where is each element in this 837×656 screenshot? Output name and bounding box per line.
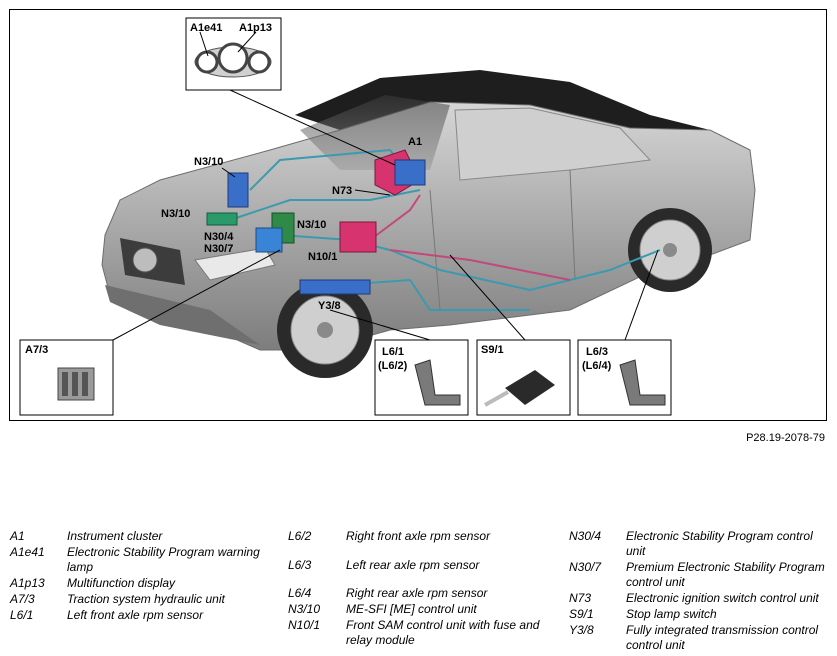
label-a1e41: A1e41	[190, 22, 222, 34]
label-a1p13: A1p13	[239, 22, 272, 34]
legend-row: N30/4 Electronic Stability Program contro…	[569, 529, 831, 559]
legend-column-3: N30/4 Electronic Stability Program contro…	[569, 529, 831, 654]
legend-code: N30/7	[569, 560, 602, 574]
legend-code: A1p13	[10, 576, 45, 590]
component-n3-10-left	[206, 212, 238, 226]
legend-desc: Front SAM control unit with fuse and rel…	[346, 618, 540, 647]
legend-desc: Multifunction display	[67, 576, 176, 590]
legend-row: A7/3 Traction system hydraulic unit	[10, 592, 280, 607]
label-n3-10-left: N3/10	[161, 208, 190, 220]
component-y3-8	[299, 279, 371, 295]
legend-row: A1 Instrument cluster	[10, 529, 280, 544]
legend-row: L6/1 Left front axle rpm sensor	[10, 608, 280, 623]
legend-desc: Stop lamp switch	[626, 607, 717, 621]
inset-l6-1: L6/1 (L6/2)	[374, 339, 469, 416]
legend-row: L6/2 Right front axle rpm sensor	[288, 529, 558, 544]
figure-reference: P28.19-2078-79	[746, 432, 825, 444]
legend-code: S9/1	[569, 607, 594, 621]
inset-a7-3: A7/3	[19, 339, 114, 416]
legend-code: A7/3	[10, 592, 35, 606]
label-n3-10-right: N3/10	[297, 219, 326, 231]
legend-desc: Electronic ignition switch control unit	[626, 591, 819, 605]
label-n30-7: N30/7	[204, 243, 233, 255]
component-location-diagram: A1e41 A1p13 A7/3 L6/1 (L6/2) S9/1 L6/3 (…	[19, 17, 756, 416]
legend-code: L6/2	[288, 529, 312, 543]
label-l6-2: (L6/2)	[378, 360, 408, 372]
inset-s9-1: S9/1	[476, 339, 571, 416]
label-y3-8: Y3/8	[318, 300, 341, 312]
legend-desc: ME-SFI [ME] control unit	[346, 602, 477, 616]
legend-code: L6/1	[10, 608, 34, 622]
legend-desc: Traction system hydraulic unit	[67, 592, 225, 606]
legend-code: N3/10	[288, 602, 321, 616]
label-n3-10-top: N3/10	[194, 156, 223, 168]
label-s9-1: S9/1	[481, 344, 504, 356]
legend-desc: Fully integrated transmission control co…	[626, 623, 819, 652]
legend-desc: Right front axle rpm sensor	[346, 529, 491, 543]
label-l6-3: L6/3	[586, 346, 608, 358]
car-illustration	[101, 70, 756, 378]
component-n3-10-top	[227, 172, 249, 208]
legend-column-2: L6/2 Right front axle rpm sensor L6/3 Left…	[288, 529, 558, 649]
legend-desc: Left front axle rpm sensor	[67, 608, 204, 622]
legend-desc: Electronic Stability Program control uni…	[626, 529, 813, 558]
legend-row: A1p13 Multifunction display	[10, 576, 280, 591]
inset-l6-3: L6/3 (L6/4)	[577, 339, 672, 416]
legend-desc: Instrument cluster	[67, 529, 163, 543]
legend-desc: Right rear axle rpm sensor	[346, 586, 488, 600]
legend-desc: Left rear axle rpm sensor	[346, 558, 480, 572]
legend-row: S9/1 Stop lamp switch	[569, 607, 831, 622]
legend-code: N10/1	[288, 618, 321, 632]
legend-row: N3/10 ME-SFI [ME] control unit	[288, 602, 558, 617]
label-n10-1: N10/1	[308, 251, 337, 263]
legend-row: N30/7 Premium Electronic Stability Progra…	[569, 560, 831, 590]
inset-instrument-cluster: A1e41 A1p13	[185, 17, 282, 91]
label-l6-4: (L6/4)	[582, 360, 612, 372]
legend-row: L6/3 Left rear axle rpm sensor	[288, 558, 558, 573]
legend-row: N10/1 Front SAM control unit with fuse an…	[288, 618, 558, 648]
legend-code: N73	[569, 591, 592, 605]
component-n10-1	[339, 221, 377, 253]
legend-desc: Electronic Stability Program warning lam…	[67, 545, 260, 574]
legend-row: A1e41 Electronic Stability Program warnin…	[10, 545, 280, 575]
legend-code: L6/3	[288, 558, 312, 572]
legend-row: Y3/8 Fully integrated transmission contro…	[569, 623, 831, 653]
diagram-frame: A1e41 A1p13 A7/3 L6/1 (L6/2) S9/1 L6/3 (…	[9, 9, 827, 421]
legend-code: A1	[10, 529, 25, 543]
legend-code: N30/4	[569, 529, 602, 543]
legend-desc: Premium Electronic Stability Program con…	[626, 560, 825, 589]
legend-code: A1e41	[10, 545, 45, 559]
label-n30-4: N30/4	[204, 231, 234, 243]
legend-code: Y3/8	[569, 623, 594, 637]
legend-code: L6/4	[288, 586, 312, 600]
legend-row: L6/4 Right rear axle rpm sensor	[288, 586, 558, 601]
label-n73: N73	[332, 185, 352, 197]
label-a7-3: A7/3	[25, 344, 48, 356]
legend-column-1: A1 Instrument cluster A1e41 Electronic Sta…	[10, 529, 280, 624]
label-l6-1: L6/1	[382, 346, 404, 358]
legend-row: N73 Electronic ignition switch control un…	[569, 591, 831, 606]
label-a1: A1	[408, 136, 422, 148]
component-n30-4	[255, 227, 283, 253]
